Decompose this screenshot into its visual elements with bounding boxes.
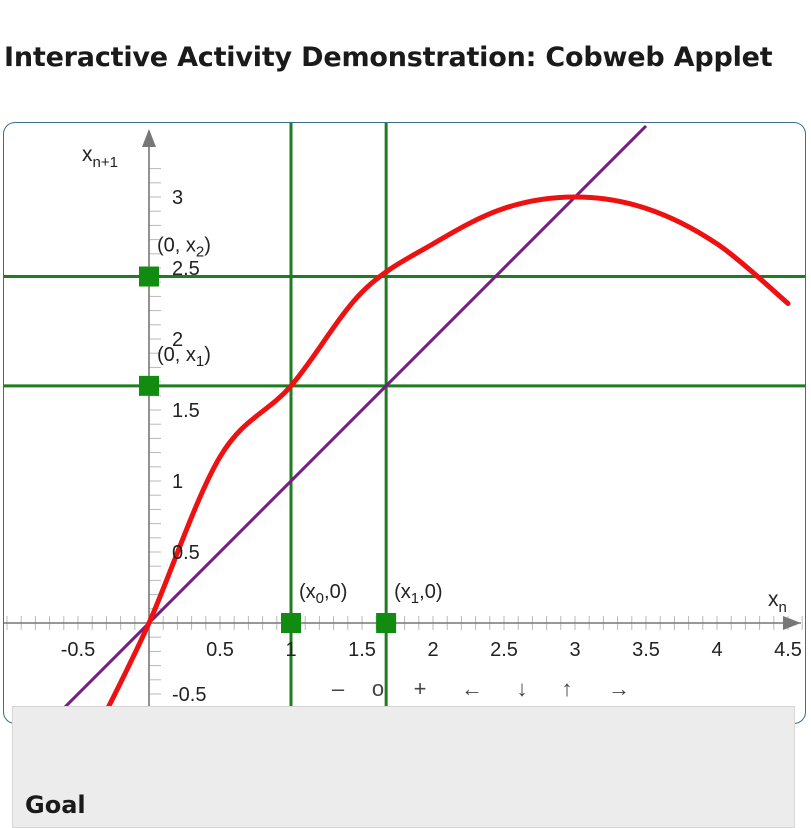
pan-left-button[interactable]: ← [461, 676, 483, 701]
x-tick-label: 1 [285, 639, 296, 661]
y-tick-label: -0.5 [172, 684, 206, 706]
x-axis-label: xn [768, 588, 787, 616]
cobweb-applet[interactable]: -0.5 0.5 1 1.5 2 2.5 3 3.5 4 4.5 -0.5 0.5 1 1.5 2 2.5 3 x… [3, 122, 806, 724]
y-tick-label: 3 [172, 187, 183, 209]
x-tick-label: 1.5 [348, 639, 376, 661]
x-tick-label: 2 [427, 639, 438, 661]
y-tick-label: 1.5 [172, 400, 200, 422]
zoom-out-button[interactable]: – [332, 676, 345, 701]
x-tick-label: 4.5 [774, 639, 802, 661]
point-label: (x1,0) [394, 581, 442, 607]
y-tick-label: 2 [172, 329, 183, 351]
y-axis-label: xn+1 [82, 143, 118, 171]
zoom-pan-controls: – o + ← ↓ ↑ → [332, 676, 630, 701]
y-tick-label: 2.5 [172, 258, 200, 280]
pan-down-button[interactable]: ↓ [517, 676, 528, 701]
y-tick-label: 0.5 [172, 542, 200, 564]
point-label: (0, x1) [157, 344, 211, 370]
goal-panel: Goal [12, 706, 795, 828]
identity-line [46, 124, 648, 723]
x-axis-arrow [783, 616, 801, 630]
pan-up-button[interactable]: ↑ [562, 676, 573, 701]
x-tick-label: 2.5 [490, 639, 518, 661]
point-handle[interactable] [139, 266, 159, 287]
point-handle[interactable] [281, 613, 301, 633]
point-label: (0, x2) [157, 235, 211, 261]
x-tick-label: 4 [711, 639, 722, 661]
y-axis-arrow [142, 129, 156, 147]
map-curve [97, 194, 791, 723]
x-tick-label: -0.5 [61, 639, 95, 661]
y-tick-label: 1 [172, 471, 183, 493]
goal-heading: Goal [25, 791, 86, 819]
x-tick-label: 0.5 [206, 639, 234, 661]
zoom-in-button[interactable]: + [414, 676, 427, 701]
pan-right-button[interactable]: → [608, 676, 630, 701]
x-tick-label: 3 [569, 639, 580, 661]
point-handle[interactable] [139, 375, 159, 396]
point-label: (x0,0) [299, 581, 347, 607]
page-title: Interactive Activity Demonstration: Cobw… [4, 42, 773, 73]
x-tick-label: 3.5 [632, 639, 660, 661]
reset-view-button[interactable]: o [372, 676, 384, 701]
point-handle[interactable] [376, 613, 397, 633]
cobweb-chart[interactable]: -0.5 0.5 1 1.5 2 2.5 3 3.5 4 4.5 -0.5 0.5 1 1.5 2 2.5 3 x… [4, 123, 805, 723]
